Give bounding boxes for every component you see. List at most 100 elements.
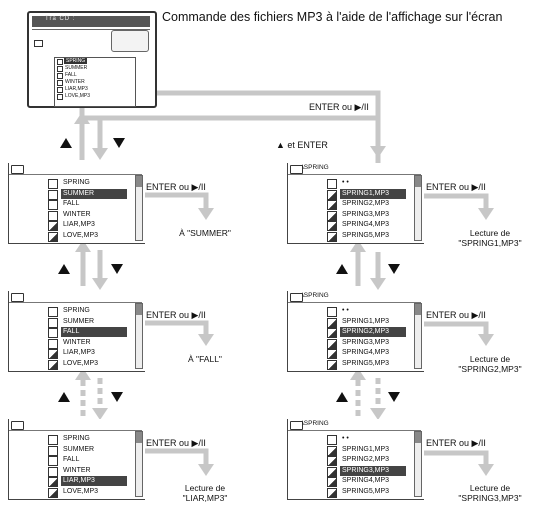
folder-icon bbox=[48, 435, 58, 445]
arrowhead-left-up-1 bbox=[74, 112, 90, 124]
up-triangle-left-3 bbox=[58, 392, 70, 402]
list-item: SPRING3,MP3 bbox=[342, 338, 390, 346]
result-spring1-line1: Lecture de bbox=[469, 228, 511, 238]
panel-header-divider bbox=[288, 302, 421, 303]
screen-divider bbox=[32, 29, 150, 30]
arrowhead-left-down-3 bbox=[92, 408, 108, 420]
mp3-file-icon bbox=[327, 445, 337, 456]
arrow-enter-spring3 bbox=[421, 450, 489, 466]
panel-header-divider bbox=[9, 302, 142, 303]
scrollbar bbox=[414, 431, 422, 497]
scrollbar-thumb bbox=[415, 304, 421, 315]
panel-header-divider bbox=[9, 174, 142, 175]
mp3-file-icon bbox=[327, 338, 337, 349]
mp3-file-icon bbox=[327, 456, 337, 466]
list-item: SPRING5,MP3 bbox=[342, 359, 390, 367]
result-fall: À "FALL" bbox=[188, 354, 222, 364]
folder-icon bbox=[57, 66, 63, 72]
enter-label-summer: ENTER ou ▶/II bbox=[146, 182, 206, 192]
scrollbar-thumb bbox=[415, 176, 421, 187]
list-item: SUMMER bbox=[61, 188, 127, 199]
list-item: SPRING2,MP3 bbox=[340, 327, 406, 337]
scrollbar bbox=[135, 303, 143, 369]
list-item: FALL bbox=[63, 456, 80, 463]
list-item: SPRING3,MP3 bbox=[342, 210, 390, 218]
list-item: SUMMER bbox=[63, 445, 95, 453]
arrow-enter-liar bbox=[142, 448, 209, 466]
folder-icon bbox=[290, 293, 303, 302]
mp3-file-icon bbox=[327, 221, 337, 231]
list-item: SUMMER bbox=[65, 65, 88, 71]
list-item: FALL bbox=[61, 327, 127, 337]
mp3-file-icon bbox=[327, 317, 337, 328]
list-item: WINTER bbox=[65, 79, 85, 85]
list-item: SPRING3,MP3 bbox=[340, 465, 406, 476]
arrowhead-right-down-3 bbox=[370, 408, 386, 420]
arrowhead-enter-spring1 bbox=[478, 208, 494, 220]
scrollbar-thumb bbox=[136, 176, 142, 187]
scrollbar-thumb bbox=[136, 432, 142, 443]
arrowhead-right-down-1 bbox=[370, 278, 386, 290]
enter-label-liar: ENTER ou ▶/II bbox=[146, 438, 206, 448]
arrow-enter-fall bbox=[142, 320, 209, 336]
scrollbar bbox=[135, 431, 143, 497]
scrollbar-thumb bbox=[415, 432, 421, 443]
folder-icon bbox=[11, 165, 24, 174]
screen-file-list: SPRING SUMMER FALL WINTER LIAR,MP3 LOVE,… bbox=[54, 57, 136, 107]
folder-icon bbox=[57, 73, 63, 79]
enter-label-spring1: ENTER ou ▶/II bbox=[426, 182, 486, 192]
list-item: SPRING bbox=[63, 435, 90, 442]
mp3-file-icon bbox=[327, 210, 337, 221]
folder-icon bbox=[48, 179, 58, 189]
list-item: WINTER bbox=[63, 338, 91, 346]
diagram-title: Commande des fichiers MP3 à l'aide de l'… bbox=[162, 10, 503, 24]
mp3-file-icon bbox=[48, 487, 58, 498]
arrow-spring-to-top bbox=[79, 108, 381, 166]
screen-display-box bbox=[111, 30, 149, 52]
list-item: • • bbox=[342, 307, 349, 314]
mp3-file-icon bbox=[327, 477, 337, 487]
screen-header-bar: Tra CD : bbox=[32, 16, 150, 27]
mp3-file-icon bbox=[327, 200, 337, 210]
mp3-file-icon bbox=[48, 231, 58, 242]
folder-icon bbox=[57, 59, 63, 65]
parent-folder-icon bbox=[327, 307, 337, 317]
panel-header-divider bbox=[288, 174, 421, 175]
mp3-file-icon bbox=[327, 189, 337, 200]
list-item: SPRING1,MP3 bbox=[342, 445, 390, 453]
result-spring3: Lecture de "SPRING3,MP3" bbox=[440, 483, 540, 503]
list-item: SPRING bbox=[64, 58, 88, 64]
up-triangle-right-2 bbox=[336, 264, 348, 274]
folder-icon bbox=[34, 40, 43, 47]
list-item: SPRING5,MP3 bbox=[342, 487, 390, 495]
arrowhead-enter-spring2 bbox=[478, 334, 494, 346]
arrowhead-left-up-2 bbox=[75, 240, 91, 252]
arrow-enter-spring1 bbox=[421, 193, 489, 210]
screen-header-text: Tra CD : bbox=[45, 16, 76, 22]
folder-icon bbox=[48, 189, 58, 200]
list-item: SPRING4,MP3 bbox=[342, 477, 390, 484]
folder-icon bbox=[290, 165, 303, 174]
mp3-file-icon bbox=[57, 87, 63, 93]
down-triangle-left-2 bbox=[111, 264, 123, 274]
parent-folder-icon bbox=[327, 179, 337, 189]
list-item: SPRING5,MP3 bbox=[342, 231, 390, 239]
result-liar: Lecture de "LIAR,MP3" bbox=[160, 483, 250, 503]
parent-folder-icon bbox=[327, 435, 337, 445]
down-triangle-left-1 bbox=[113, 138, 125, 148]
list-item: SPRING1,MP3 bbox=[340, 188, 406, 199]
list-item: SPRING bbox=[63, 179, 90, 186]
arrowhead-enter-fall bbox=[198, 334, 214, 346]
enter-label-fall: ENTER ou ▶/II bbox=[146, 310, 206, 320]
folder-icon bbox=[48, 445, 58, 456]
mp3-file-icon bbox=[327, 466, 337, 477]
mp3-file-icon bbox=[48, 477, 58, 487]
list-item: SPRING2,MP3 bbox=[342, 456, 390, 463]
list-item: SPRING4,MP3 bbox=[342, 349, 390, 356]
scrollbar bbox=[414, 303, 422, 369]
folder-path: \SPRING bbox=[302, 164, 329, 171]
mp3-file-icon bbox=[327, 359, 337, 370]
